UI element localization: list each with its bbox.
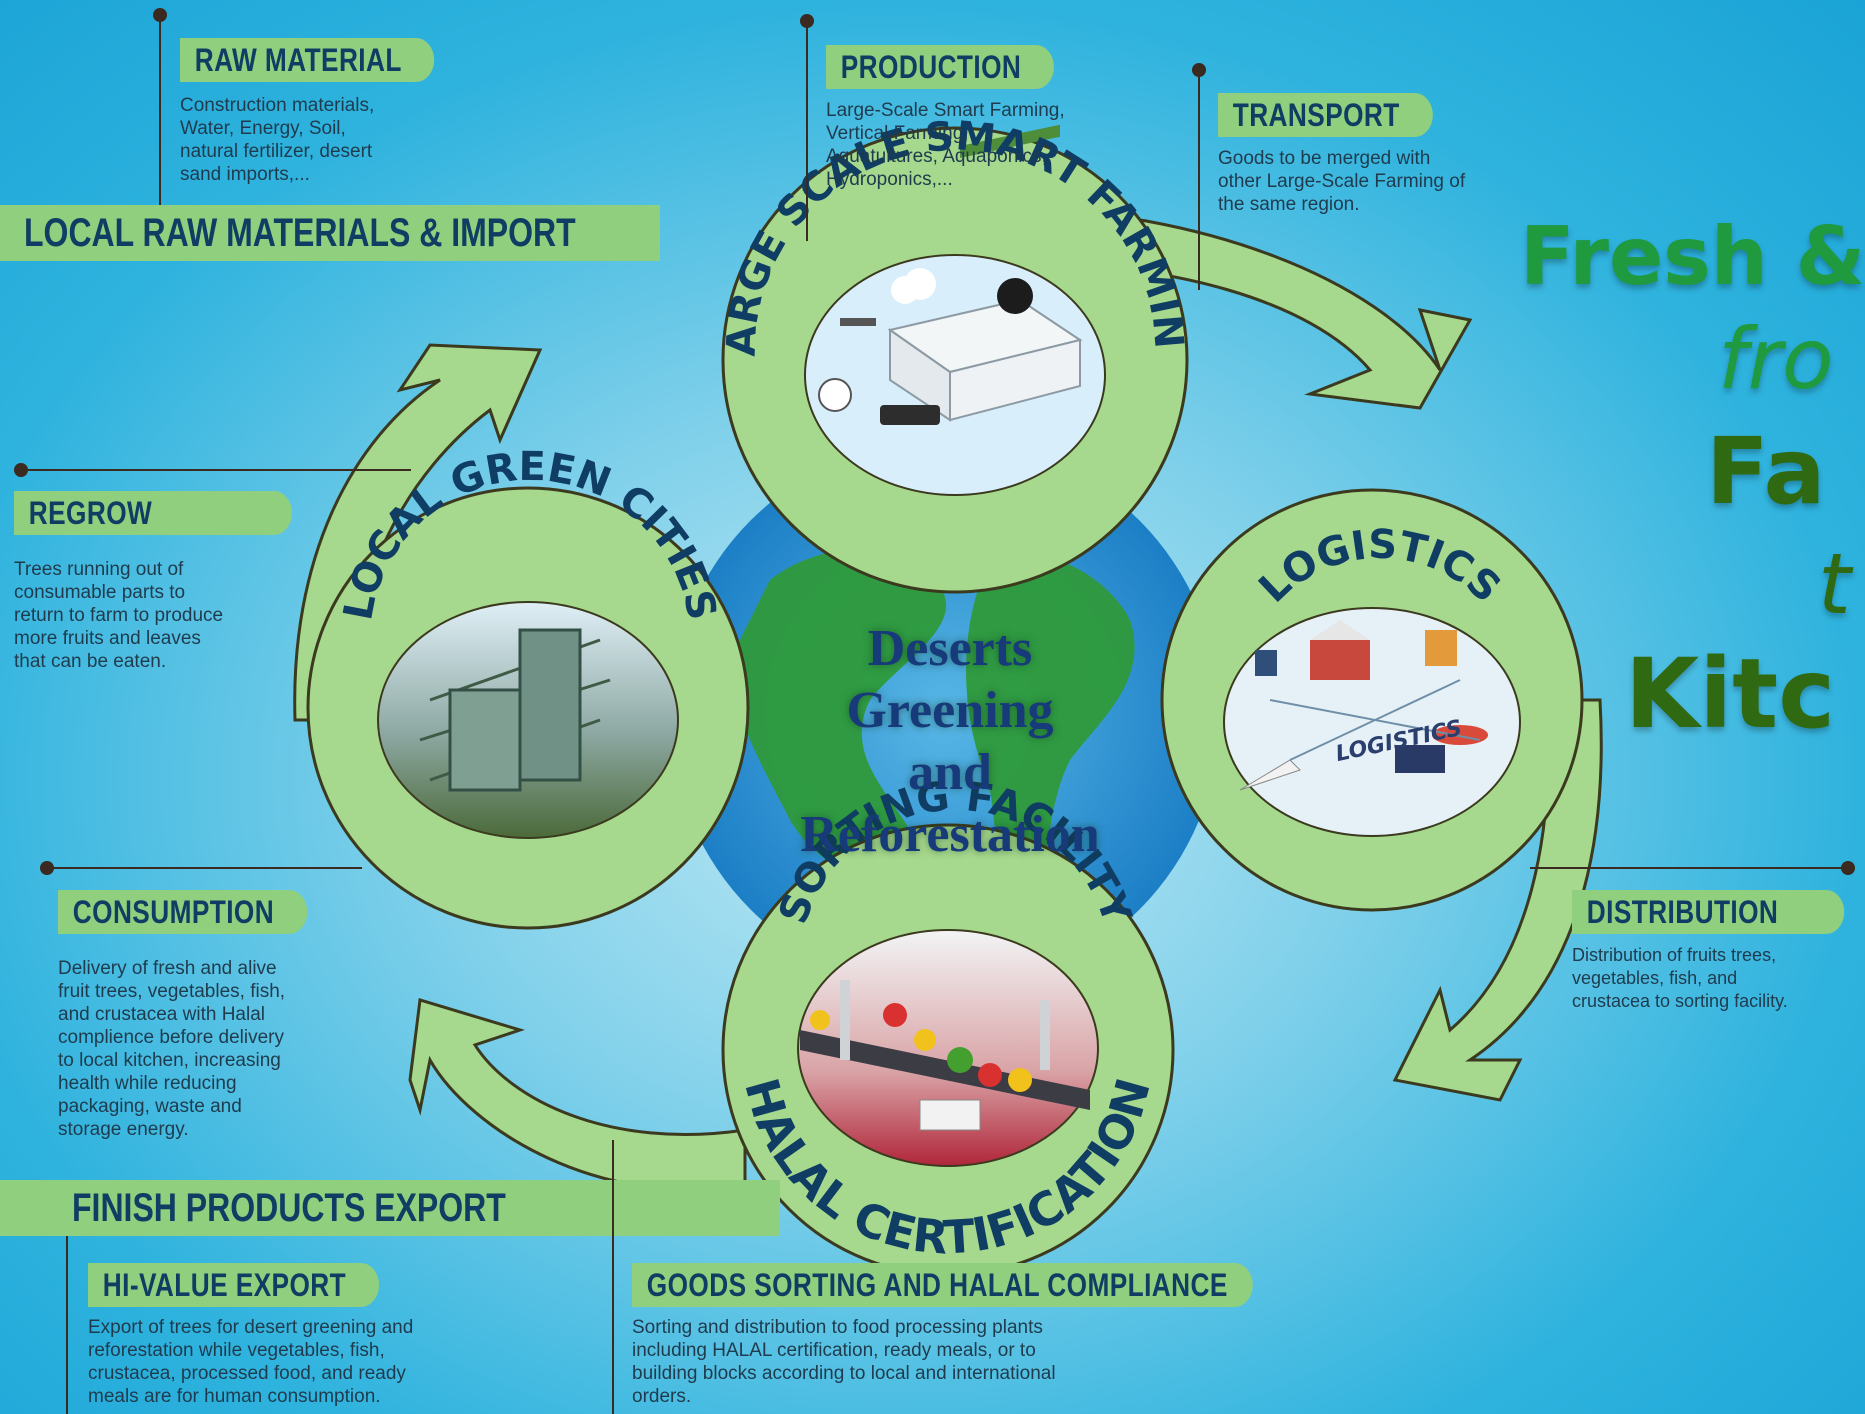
node-sorting-facility: SORTING FACILITY HALAL CERTIFICATION — [721, 774, 1175, 1277]
smart-farm-icon — [818, 124, 1083, 425]
title-line-1: Fresh & — [1520, 210, 1865, 303]
heading-distribution: DISTRIBUTION — [1572, 890, 1844, 934]
center-line-3: and — [908, 744, 992, 801]
band-finish-products-export: FINISH PRODUCTS EXPORT — [0, 1180, 780, 1236]
green-city-icon — [419, 628, 611, 792]
distribution-connector — [1530, 867, 1842, 869]
desc-goods-sorting: Sorting and distribution to food process… — [632, 1317, 1056, 1407]
center-line-1: Deserts — [867, 620, 1033, 677]
desc-regrow: Trees running out of consumable parts to… — [14, 559, 224, 672]
regrow-connector — [21, 469, 411, 471]
desc-transport: Goods to be merged with other Large-Scal… — [1218, 148, 1466, 215]
heading-transport: TRANSPORT — [1218, 93, 1433, 137]
desc-production: Large-Scale Smart Farming, Vertical Farm… — [826, 100, 1065, 190]
heading-regrow: REGROW — [14, 491, 292, 535]
hi-value-connector — [66, 1236, 68, 1414]
band-local-raw-materials: LOCAL RAW MATERIALS & IMPORT — [0, 205, 660, 261]
consumption-connector — [47, 867, 362, 869]
center-line-2: Greening — [846, 682, 1054, 739]
raw-material-connector — [159, 15, 161, 205]
desc-hi-value-export: Export of trees for desert greening and … — [88, 1317, 414, 1407]
distribution-dot — [1841, 861, 1855, 875]
heading-raw-material: RAW MATERIAL — [180, 38, 435, 82]
node-green-cities: LOCAL GREEN CITIES — [306, 444, 750, 930]
heading-consumption: CONSUMPTION — [58, 890, 307, 934]
sorting-robot-icon — [800, 980, 1090, 1131]
transport-connector — [1198, 70, 1200, 290]
desc-consumption: Delivery of fresh and alive fruit trees,… — [58, 958, 286, 1140]
production-connector — [806, 21, 808, 241]
goods-sorting-connector — [612, 1140, 614, 1414]
band-bottom-label: FINISH PRODUCTS EXPORT — [72, 1186, 506, 1230]
title-line-4: t — [1818, 535, 1851, 633]
heading-hi-value-export: HI-VALUE EXPORT — [88, 1263, 379, 1307]
title-line-3: Fa — [1706, 418, 1826, 525]
title-line-5: Kitc — [1625, 638, 1836, 750]
node-logistics: LOGISTICS LOGISTICS — [1160, 488, 1584, 912]
band-top-label: LOCAL RAW MATERIALS & IMPORT — [24, 211, 576, 255]
heading-production: PRODUCTION — [826, 45, 1055, 89]
desc-distribution: Distribution of fruits trees, vegetables… — [1572, 945, 1788, 1011]
title-line-2: fro — [1718, 310, 1834, 408]
center-line-4: Reforestation — [800, 806, 1100, 863]
heading-goods-sorting: GOODS SORTING AND HALAL COMPLIANCE — [632, 1263, 1253, 1307]
desc-raw-material: Construction materials, Water, Energy, S… — [180, 95, 375, 185]
center-title: Deserts Greening and Reforestation — [740, 618, 1160, 866]
